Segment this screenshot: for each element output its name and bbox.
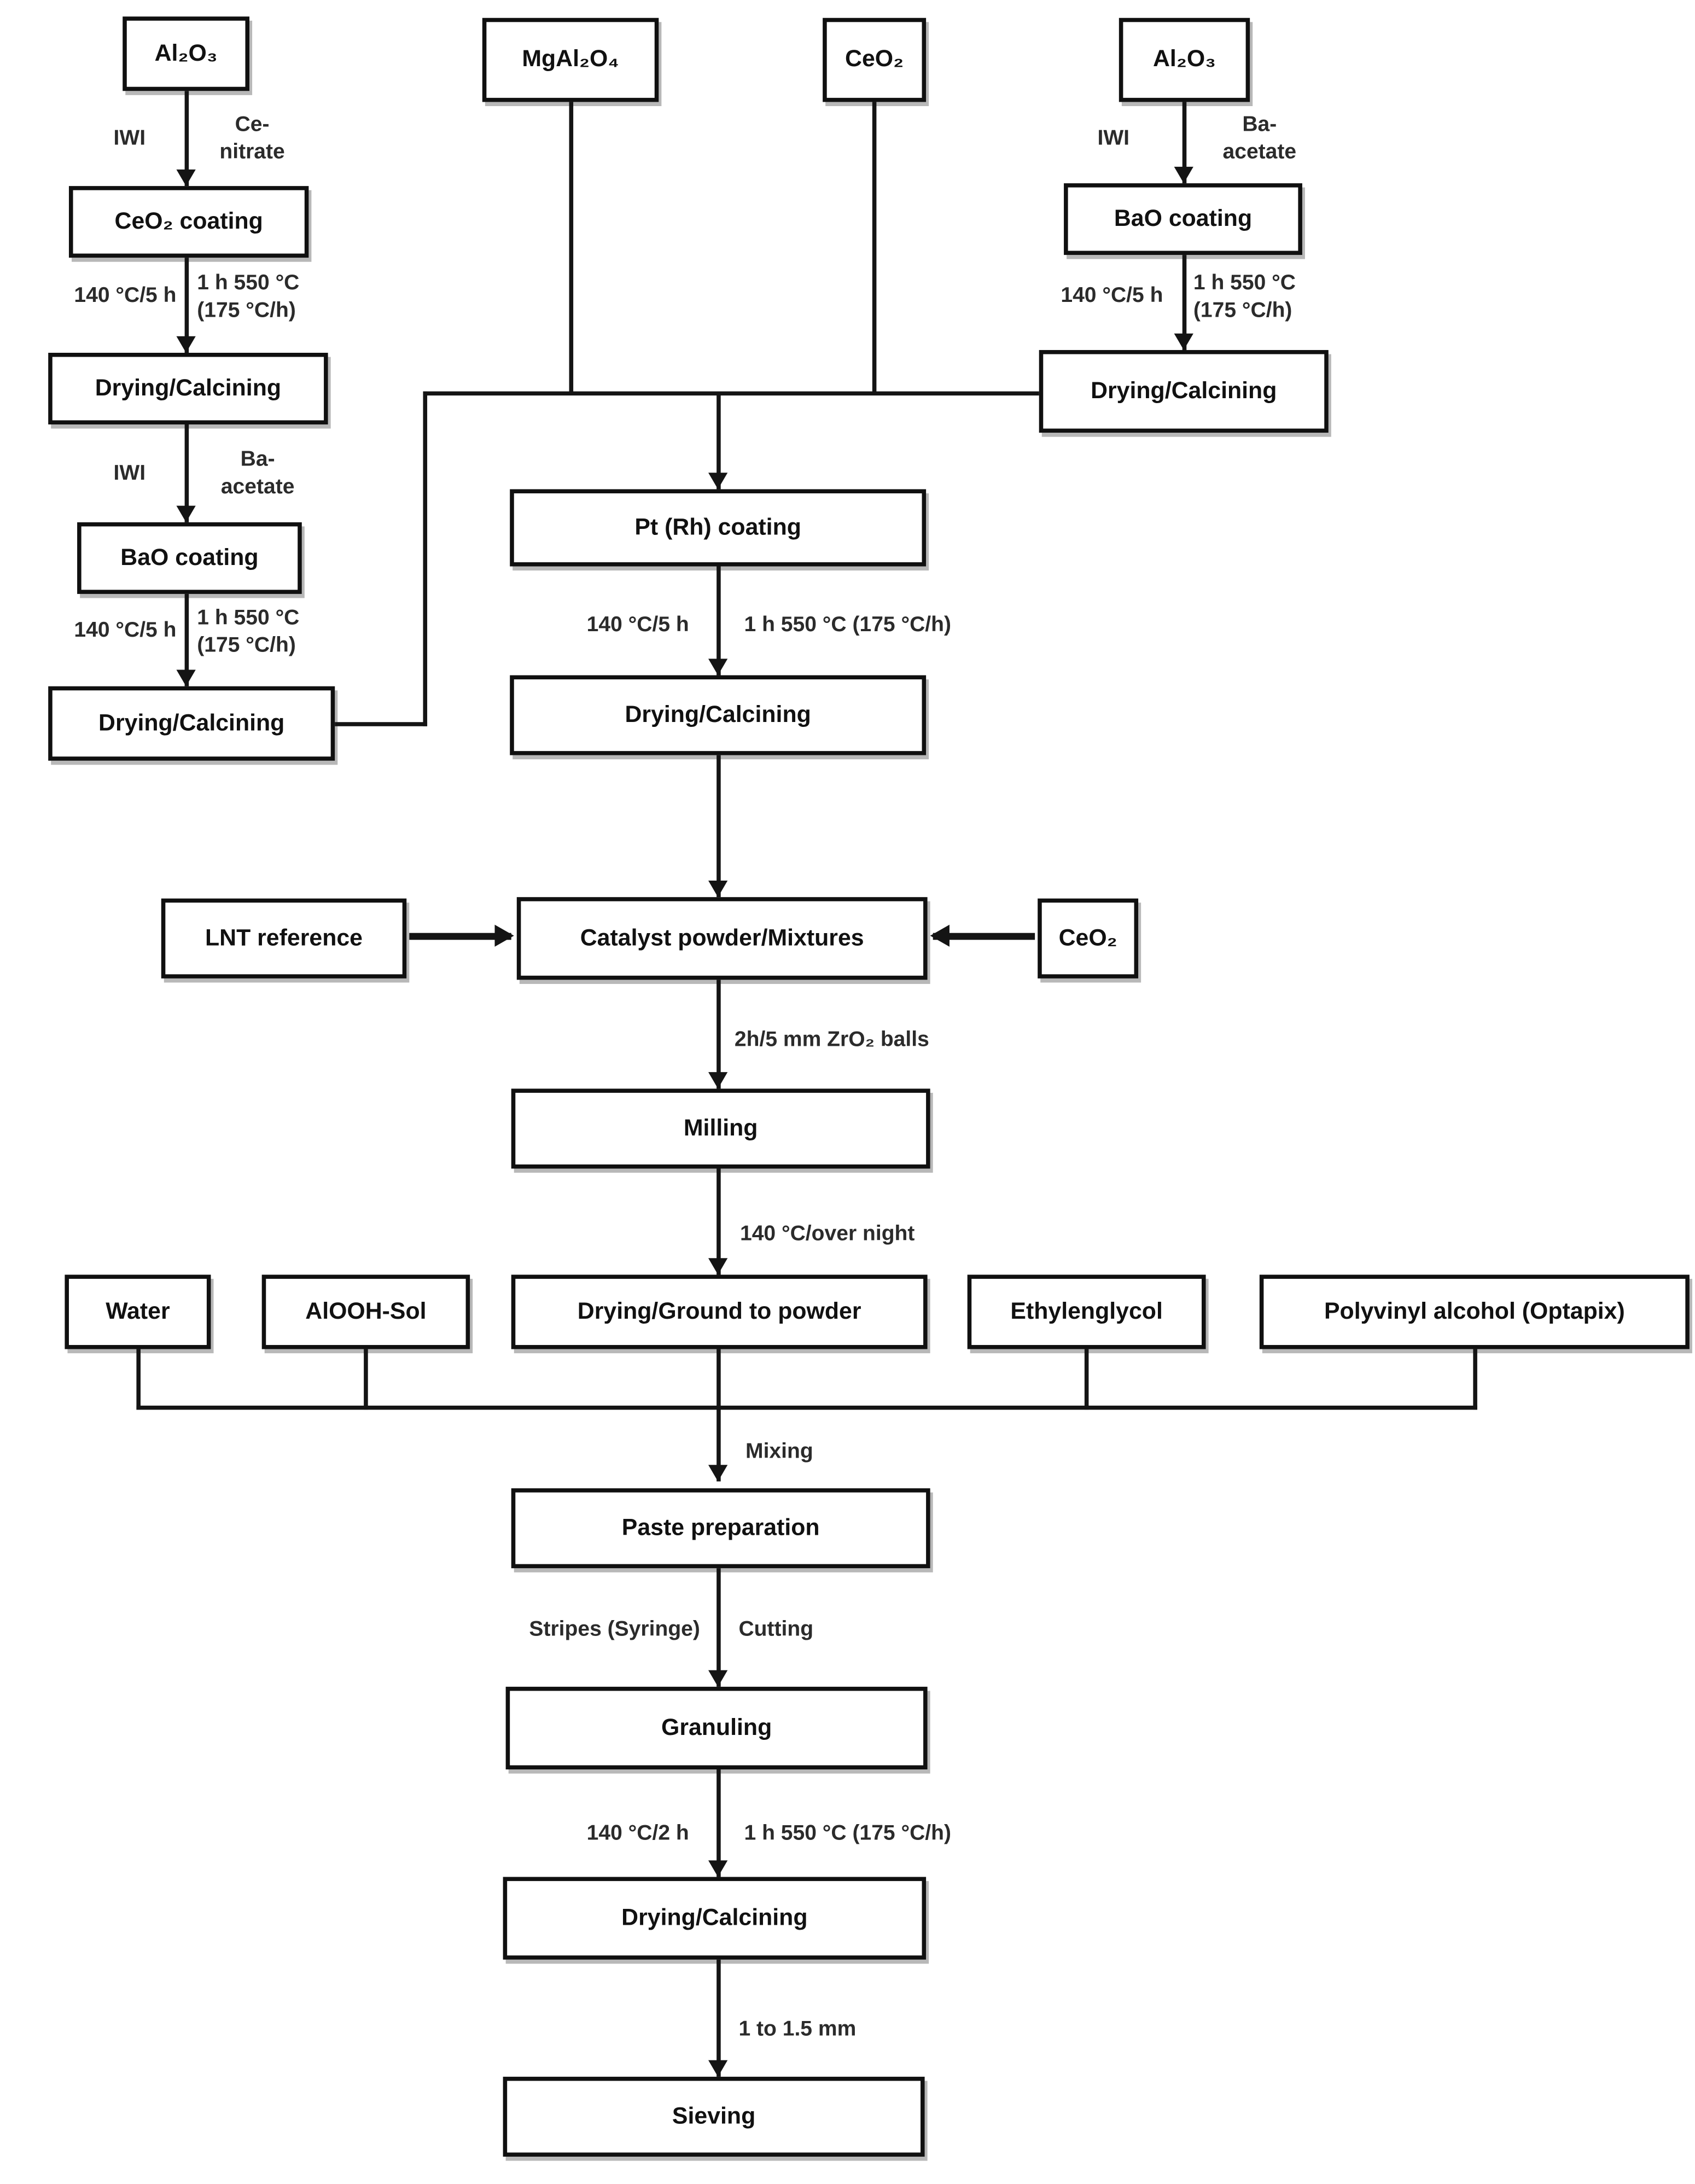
label-mixing: Mixing: [745, 1440, 813, 1464]
box-drying-calcining-mid: Drying/Calcining: [510, 675, 927, 755]
arrow-catalyst-to-milling: [708, 980, 728, 1089]
box-ceo2-mid: CeO₂: [1038, 898, 1139, 979]
arrow-junction-to-pt: [708, 394, 728, 490]
label-drying-cond-left-2: 140 °C/5 h: [74, 619, 177, 643]
arrow-drying1-to-bao: [176, 424, 196, 522]
connector-left-vertical: [423, 391, 428, 726]
connector-alooh-drop: [364, 1349, 368, 1410]
label-iwi-2: IWI: [113, 462, 146, 485]
box-granuling: Granuling: [505, 1686, 928, 1770]
box-ethylenglycol: Ethylenglycol: [967, 1274, 1206, 1349]
box-lnt-reference: LNT reference: [161, 898, 407, 979]
box-ceo2-top: CeO₂: [823, 18, 927, 102]
arrow-al2o3r-to-baor: [1174, 102, 1193, 184]
label-calcining-cond-right: 1 h 550 °C (175 °C/h): [1193, 271, 1296, 323]
box-milling: Milling: [511, 1088, 930, 1169]
box-drying-calcining-right: Drying/Calcining: [1039, 350, 1329, 433]
label-cutting: Cutting: [738, 1617, 814, 1641]
box-bao-coating-left: BaO coating: [77, 522, 302, 594]
box-water: Water: [65, 1274, 211, 1349]
label-calcining-cond-left-1: 1 h 550 °C (175 °C/h): [197, 271, 300, 323]
arrow-lnt-to-catalyst: [409, 924, 514, 947]
connector-left-horizontal: [335, 722, 428, 726]
connector-ceo2top-drop: [872, 102, 877, 394]
connector-mgal2o4-drop: [569, 102, 574, 394]
label-ba-acetate-right: Ba- acetate: [1222, 113, 1297, 165]
box-drying-calcining-bottom: Drying/Calcining: [503, 1877, 927, 1960]
label-drying-cond-right: 140 °C/5 h: [1061, 284, 1163, 307]
label-calcining-cond-left-2: 1 h 550 °C (175 °C/h): [197, 606, 300, 658]
arrow-ceo2coating-to-drying1: [176, 258, 196, 353]
box-ceo2-coating: CeO₂ coating: [68, 186, 309, 258]
label-drying-cond-granule: 140 °C/2 h: [586, 1821, 689, 1845]
arrow-bao-to-drying2: [176, 593, 196, 686]
box-al2o3-left: Al₂O₃: [123, 16, 250, 91]
label-overnight: 140 °C/over night: [739, 1222, 915, 1246]
arrow-baor-to-dryingr: [1174, 255, 1193, 350]
connector-water-drop: [136, 1349, 141, 1410]
label-zro2-balls: 2h/5 mm ZrO₂ balls: [734, 1028, 929, 1052]
label-calcining-cond-mid: 1 h 550 °C (175 °C/h): [744, 613, 952, 637]
box-sieving: Sieving: [503, 2076, 925, 2157]
connector-polyvinyl-drop: [1473, 1349, 1477, 1410]
box-drying-calcining-left-1: Drying/Calcining: [48, 352, 328, 425]
label-calcining-cond-granule: 1 h 550 °C (175 °C/h): [744, 1821, 952, 1845]
arrow-granuling-to-dryingbot: [708, 1769, 728, 1877]
arrow-paste-to-granuling: [708, 1568, 728, 1687]
box-alooh-sol: AlOOH-Sol: [261, 1274, 470, 1349]
label-ba-acetate-left: Ba- acetate: [220, 447, 295, 499]
box-drying-ground-to-powder: Drying/Ground to powder: [511, 1274, 928, 1349]
label-ce-nitrate: Ce- nitrate: [219, 113, 285, 165]
arrow-milling-to-ground: [708, 1168, 728, 1275]
box-al2o3-right: Al₂O₃: [1119, 18, 1250, 102]
box-catalyst-powder-mixtures: Catalyst powder/Mixtures: [516, 897, 928, 980]
connector-junction-horizontal: [423, 391, 1039, 396]
box-drying-calcining-left-2: Drying/Calcining: [48, 686, 335, 761]
arrow-ceo2mid-to-catalyst: [930, 924, 1035, 947]
arrow-dryingmid-to-catalyst: [708, 755, 728, 898]
label-drying-cond-mid: 140 °C/5 h: [586, 613, 689, 637]
arrow-al2o3-to-ceo2coating: [176, 91, 196, 187]
label-stripes-syringe: Stripes (Syringe): [529, 1617, 700, 1641]
label-drying-cond-left-1: 140 °C/5 h: [74, 284, 177, 307]
connector-gather-horizontal: [136, 1405, 1477, 1410]
arrow-pt-to-dryingmid: [708, 566, 728, 675]
arrow-ground-to-paste: [708, 1349, 728, 1482]
box-pt-rh-coating: Pt (Rh) coating: [510, 489, 927, 567]
box-polyvinyl-alcohol: Polyvinyl alcohol (Optapix): [1259, 1274, 1690, 1349]
box-mgal2o4: MgAl₂O₄: [482, 18, 659, 102]
box-paste-preparation: Paste preparation: [511, 1488, 930, 1569]
label-iwi-1: IWI: [113, 126, 146, 150]
label-sieve-size: 1 to 1.5 mm: [738, 2017, 857, 2041]
label-iwi-right: IWI: [1097, 126, 1130, 150]
box-bao-coating-right: BaO coating: [1064, 183, 1302, 255]
arrow-dryingbot-to-sieving: [708, 1959, 728, 2077]
connector-ethylen-drop: [1084, 1349, 1089, 1410]
